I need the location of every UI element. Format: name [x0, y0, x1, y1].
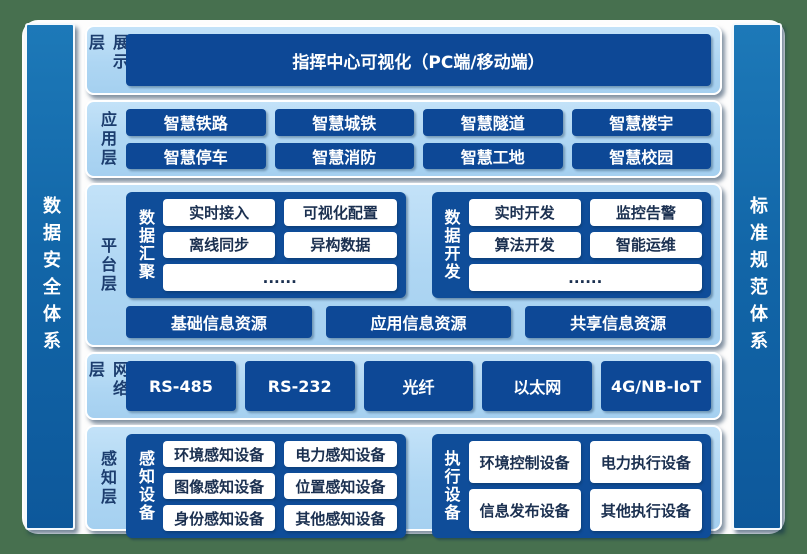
- platform-device-item: 可视化配置: [284, 199, 397, 226]
- standard-spec-pillar: 标准规范体系: [732, 23, 782, 530]
- platform-group-label: 数据开发: [441, 199, 461, 291]
- layer-network-label: 网络层: [86, 361, 129, 411]
- network-item: RS-232: [244, 361, 355, 411]
- layer-application: 应用层智慧铁路智慧城铁智慧隧道智慧楼宇智慧停车智慧消防智慧工地智慧校园: [85, 100, 722, 178]
- layer-display-content: 指挥中心可视化（PC端/移动端）: [126, 34, 711, 86]
- network-item: 光纤: [363, 361, 474, 411]
- perception-device-item: 其他感知设备: [284, 505, 397, 531]
- platform-device-item: 监控告警: [589, 199, 702, 226]
- resource-item: 应用信息资源: [325, 306, 512, 338]
- platform-group-footer: ......: [163, 264, 397, 291]
- banner-box: 指挥中心可视化（PC端/移动端）: [126, 34, 711, 86]
- perception-group: 感知设备环境感知设备电力感知设备图像感知设备位置感知设备身份感知设备其他感知设备: [126, 434, 406, 538]
- perception-group: 执行设备环境控制设备电力执行设备信息发布设备其他执行设备: [431, 434, 711, 538]
- platform-resources-row: 基础信息资源应用信息资源共享信息资源: [126, 306, 712, 338]
- application-item: 智慧城铁: [274, 109, 414, 136]
- layer-display-label-text: 展示层: [86, 34, 129, 72]
- application-item: 智慧停车: [126, 142, 266, 169]
- perception-device-item: 电力执行设备: [589, 441, 702, 483]
- resource-item: 共享信息资源: [525, 306, 712, 338]
- application-item: 智慧校园: [571, 142, 711, 169]
- platform-group: 数据开发实时开发监控告警算法开发智能运维......: [431, 192, 711, 298]
- perception-group-label: 感知设备: [135, 441, 155, 531]
- application-item: 智慧铁路: [126, 109, 266, 136]
- application-item: 智慧工地: [423, 142, 563, 169]
- layer-platform-label: 平台层: [96, 192, 118, 338]
- platform-device-item: 智能运维: [589, 231, 702, 259]
- platform-group-label: 数据汇聚: [135, 199, 155, 291]
- platform-group: 数据汇聚实时接入可视化配置离线同步异构数据......: [126, 192, 406, 298]
- platform-group-label-text: 数据开发: [441, 209, 461, 281]
- perception-group-label: 执行设备: [441, 441, 461, 531]
- perception-device-item: 环境控制设备: [468, 441, 581, 483]
- layer-platform: 平台层数据汇聚实时接入可视化配置离线同步异构数据......数据开发实时开发监控…: [85, 183, 722, 347]
- perception-device-item: 身份感知设备: [163, 505, 276, 531]
- layer-display: 展示层指挥中心可视化（PC端/移动端）: [85, 25, 722, 95]
- perception-device-item: 图像感知设备: [163, 473, 276, 499]
- platform-device-item: 异构数据: [284, 231, 397, 259]
- perception-device-item: 电力感知设备: [284, 441, 397, 467]
- application-item: 智慧消防: [274, 142, 414, 169]
- platform-group-footer: ......: [468, 264, 702, 291]
- layer-network-label-text: 网络层: [86, 361, 129, 399]
- application-item: 智慧楼宇: [571, 109, 711, 136]
- perception-stack: 感知设备环境感知设备电力感知设备图像感知设备位置感知设备身份感知设备其他感知设备…: [126, 434, 711, 538]
- network-item: RS-485: [126, 361, 236, 411]
- perception-group-label-text: 感知设备: [136, 450, 155, 522]
- network-item: 以太网: [482, 361, 593, 411]
- platform-stack: 数据汇聚实时接入可视化配置离线同步异构数据......数据开发实时开发监控告警算…: [126, 192, 712, 338]
- layer-application-label: 应用层: [96, 109, 118, 169]
- platform-group-grid: 实时接入可视化配置离线同步异构数据......: [163, 199, 397, 291]
- platform-group-label-text: 数据汇聚: [136, 209, 155, 281]
- perception-group-grid: 环境感知设备电力感知设备图像感知设备位置感知设备身份感知设备其他感知设备: [163, 441, 397, 531]
- application-button-grid: 智慧铁路智慧城铁智慧隧道智慧楼宇智慧停车智慧消防智慧工地智慧校园: [126, 109, 711, 169]
- layer-perception-label-text: 感知层: [98, 449, 117, 507]
- data-security-pillar: 数据安全体系: [25, 23, 75, 530]
- layer-application-label-text: 应用层: [98, 110, 117, 168]
- platform-device-item: 实时接入: [163, 199, 276, 226]
- layer-display-label: 展示层: [86, 34, 129, 86]
- layer-stack: 展示层指挥中心可视化（PC端/移动端）应用层智慧铁路智慧城铁智慧隧道智慧楼宇智慧…: [85, 25, 722, 538]
- standard-spec-pillar-label: 标准规范体系: [747, 195, 768, 358]
- platform-device-item: 实时开发: [468, 199, 581, 226]
- application-item: 智慧隧道: [423, 109, 563, 136]
- perception-device-item: 其他执行设备: [589, 489, 702, 531]
- platform-device-item: 算法开发: [468, 231, 581, 259]
- perception-device-item: 环境感知设备: [163, 441, 276, 467]
- layer-platform-label-text: 平台层: [98, 236, 117, 294]
- platform-groups-row: 数据汇聚实时接入可视化配置离线同步异构数据......数据开发实时开发监控告警算…: [126, 192, 711, 298]
- layer-perception: 感知层感知设备环境感知设备电力感知设备图像感知设备位置感知设备身份感知设备其他感…: [85, 425, 722, 538]
- platform-device-item: 离线同步: [163, 231, 276, 259]
- perception-group-grid: 环境控制设备电力执行设备信息发布设备其他执行设备: [468, 441, 702, 531]
- data-security-pillar-label: 数据安全体系: [40, 195, 61, 358]
- perception-groups-row: 感知设备环境感知设备电力感知设备图像感知设备位置感知设备身份感知设备其他感知设备…: [126, 434, 711, 538]
- layer-platform-content: 数据汇聚实时接入可视化配置离线同步异构数据......数据开发实时开发监控告警算…: [126, 192, 712, 338]
- layer-perception-label: 感知层: [96, 434, 118, 522]
- perception-device-item: 信息发布设备: [468, 489, 581, 531]
- platform-group-grid: 实时开发监控告警算法开发智能运维......: [468, 199, 702, 291]
- layer-application-content: 智慧铁路智慧城铁智慧隧道智慧楼宇智慧停车智慧消防智慧工地智慧校园: [126, 109, 711, 169]
- layer-perception-content: 感知设备环境感知设备电力感知设备图像感知设备位置感知设备身份感知设备其他感知设备…: [126, 434, 711, 538]
- perception-device-item: 位置感知设备: [284, 473, 397, 499]
- network-item: 4G/NB-IoT: [601, 361, 711, 411]
- resource-item: 基础信息资源: [126, 306, 312, 338]
- perception-group-label-text: 执行设备: [441, 450, 461, 522]
